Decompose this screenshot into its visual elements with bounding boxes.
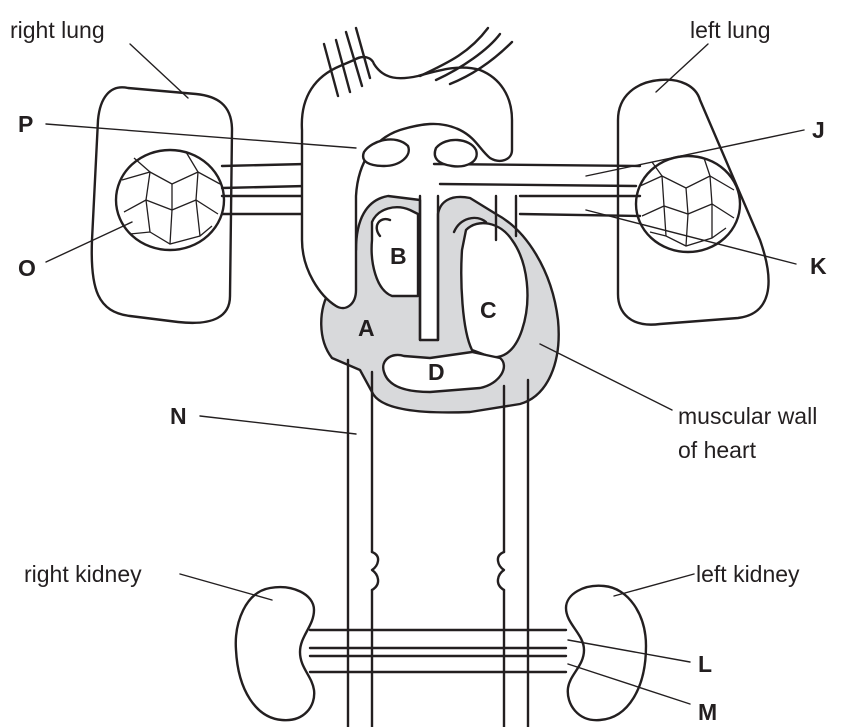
letter-L: L: [698, 651, 712, 677]
left-pulmonary-vessel-J-lower: [440, 184, 636, 186]
right-kidney-outline: [236, 587, 314, 720]
letter-K: K: [810, 253, 827, 279]
right-pulmonary-vein-lower: [222, 186, 306, 188]
letter-M: M: [698, 699, 717, 725]
letter-P: P: [18, 111, 33, 137]
left-lung-alveoli-cluster: [636, 156, 740, 252]
label-left-kidney: left kidney: [696, 561, 800, 587]
vena-cava-bulge: [372, 552, 378, 590]
left-kidney-outline: [566, 586, 646, 720]
right-pulmonary-vein-upper: [222, 164, 306, 166]
label-right-kidney: right kidney: [24, 561, 142, 587]
right-lung-alveoli-cluster: [116, 150, 224, 250]
pulmonary-trunk-lumen: [435, 140, 477, 166]
letter-C: C: [480, 297, 497, 323]
label-right-lung: right lung: [10, 17, 105, 43]
letter-A: A: [358, 315, 375, 341]
leader-left-kidney: [614, 574, 694, 596]
leader-right-kidney: [180, 574, 272, 600]
letter-O: O: [18, 255, 36, 281]
leader-N: [200, 416, 356, 434]
letter-N: N: [170, 403, 187, 429]
letter-B: B: [390, 243, 407, 269]
leader-muscular-wall: [540, 344, 672, 410]
aorta-descending-bulge: [498, 552, 504, 590]
label-muscular-wall-line2: of heart: [678, 437, 757, 463]
label-muscular-wall-line1: muscular wall: [678, 403, 817, 429]
letter-J: J: [812, 117, 825, 143]
letter-D: D: [428, 359, 445, 385]
label-left-lung: left lung: [690, 17, 771, 43]
